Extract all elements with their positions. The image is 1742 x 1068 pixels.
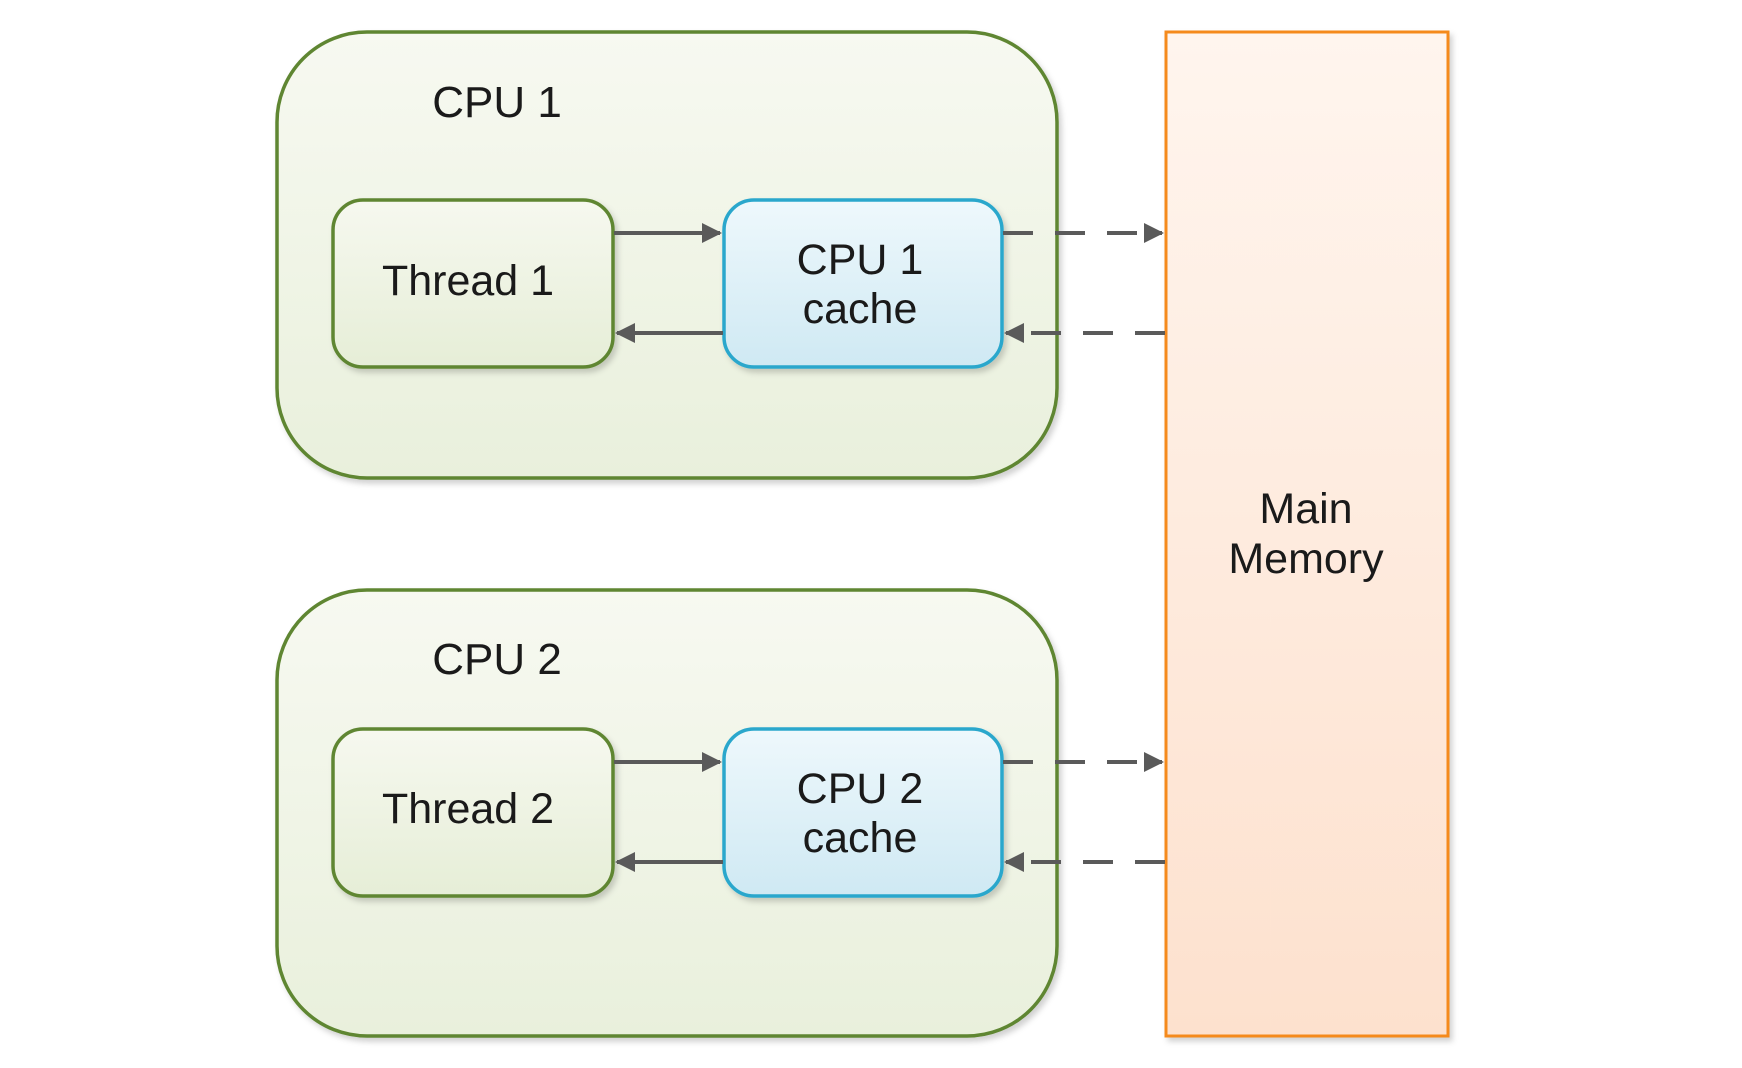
thread-2-box (331, 727, 615, 898)
cpu-1-label: CPU 1 (432, 78, 562, 127)
main-memory-label-line2: Memory (1228, 535, 1384, 583)
cpu-1-cache-label-line1: CPU 1 (797, 236, 924, 284)
main-memory-box (1164, 30, 1450, 1038)
cpu-2-label: CPU 2 (432, 635, 562, 684)
cpu-2-cache-label-line2: cache (803, 814, 918, 862)
cpu-1-cache-box (722, 198, 1004, 369)
cpu-2-group: CPU 2 Thread 2 CPU 2 cache (275, 588, 1165, 1038)
thread-2-label: Thread 2 (382, 785, 554, 833)
main-memory-label-line1: Main (1259, 485, 1352, 533)
thread-1-box (331, 198, 615, 369)
thread-1-label: Thread 1 (382, 257, 554, 305)
main-memory-block: Main Memory (1164, 30, 1450, 1038)
cpu-1-cache-label-line2: cache (803, 285, 918, 333)
cpu-2-cache-box (722, 727, 1004, 898)
cpu-2-container (275, 588, 1059, 1038)
cpu-2-cache-label-line1: CPU 2 (797, 765, 924, 813)
cpu-1-group: CPU 1 Thread 1 CPU 1 cache (275, 30, 1165, 480)
